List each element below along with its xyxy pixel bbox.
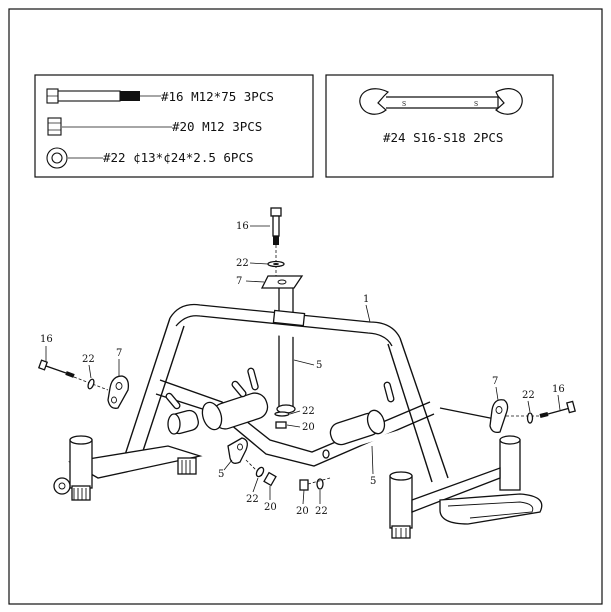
callout-1: 1 (363, 294, 369, 305)
top-bracket-plate (260, 275, 304, 289)
left-bracket-plate (107, 375, 130, 409)
frame-pins (165, 367, 395, 410)
lower-washer-left (255, 466, 265, 478)
wrench-icon: S S (359, 88, 523, 115)
callout-5-left: 5 (218, 469, 224, 480)
callout-22-mid: 22 (302, 406, 315, 417)
callout-22-right: 22 (522, 390, 535, 401)
bolt-icon (46, 88, 140, 104)
callout-20-bottom: 20 (296, 506, 309, 517)
callout-5-post: 5 (316, 360, 322, 371)
callout-16-right: 16 (552, 384, 565, 395)
washer-icon (46, 147, 68, 169)
left-base-tube (53, 435, 203, 501)
right-bracket-plate (489, 399, 509, 434)
center-post (276, 281, 296, 414)
exploded-assembly: 16 22 7 1 5 22 20 16 22 7 5 22 20 (37, 207, 576, 539)
tool-box: S S #24 S16-S18 2PCS (325, 74, 554, 178)
main-frame (123, 303, 449, 483)
svg-text:S: S (402, 101, 406, 108)
svg-text:S: S (474, 101, 478, 108)
callout-16-top: 16 (236, 221, 249, 232)
callout-7-top: 7 (236, 276, 242, 287)
weight-sleeves (167, 392, 386, 446)
mid-nut (275, 421, 287, 429)
bottom-nut (299, 479, 309, 491)
right-washer (526, 412, 534, 424)
nut-icon (47, 117, 62, 136)
callout-20-lower: 20 (264, 502, 277, 513)
callout-22-lower: 22 (246, 494, 259, 505)
tool-item-wrench-label: #24 S16-S18 2PCS (383, 130, 503, 145)
right-lower-pin (322, 430, 399, 459)
left-washer (87, 378, 95, 390)
page-frame (8, 8, 603, 605)
callout-20-mid: 20 (302, 422, 315, 433)
callout-22-top: 22 (236, 258, 249, 269)
callout-7-right: 7 (492, 376, 498, 387)
callout-5-right: 5 (370, 476, 376, 487)
left-bolt (37, 359, 109, 391)
hardware-item-bolt-label: #16 M12*75 3PCS (161, 89, 274, 104)
mid-washer (274, 411, 290, 417)
right-base-tube (389, 435, 543, 539)
callout-22-bottom: 22 (315, 506, 328, 517)
hardware-item-washer-label: #22 ¢13*¢24*2.5 6PCS (103, 150, 254, 165)
callout-16-left: 16 (40, 334, 53, 345)
top-washer (267, 260, 285, 268)
lower-nut-left (263, 471, 277, 487)
callout-22-left: 22 (82, 354, 95, 365)
hardware-list-box: #16 M12*75 3PCS #20 M12 3PCS #22 ¢13*¢24… (34, 74, 314, 178)
right-bolt (539, 400, 576, 418)
callout-7-left: 7 (116, 348, 122, 359)
hardware-item-nut-label: #20 M12 3PCS (172, 119, 262, 134)
top-bolt (270, 207, 282, 280)
callout-labels: 16 22 7 1 5 22 20 16 22 7 5 22 20 (40, 221, 565, 517)
lower-left-bracket (227, 437, 248, 464)
